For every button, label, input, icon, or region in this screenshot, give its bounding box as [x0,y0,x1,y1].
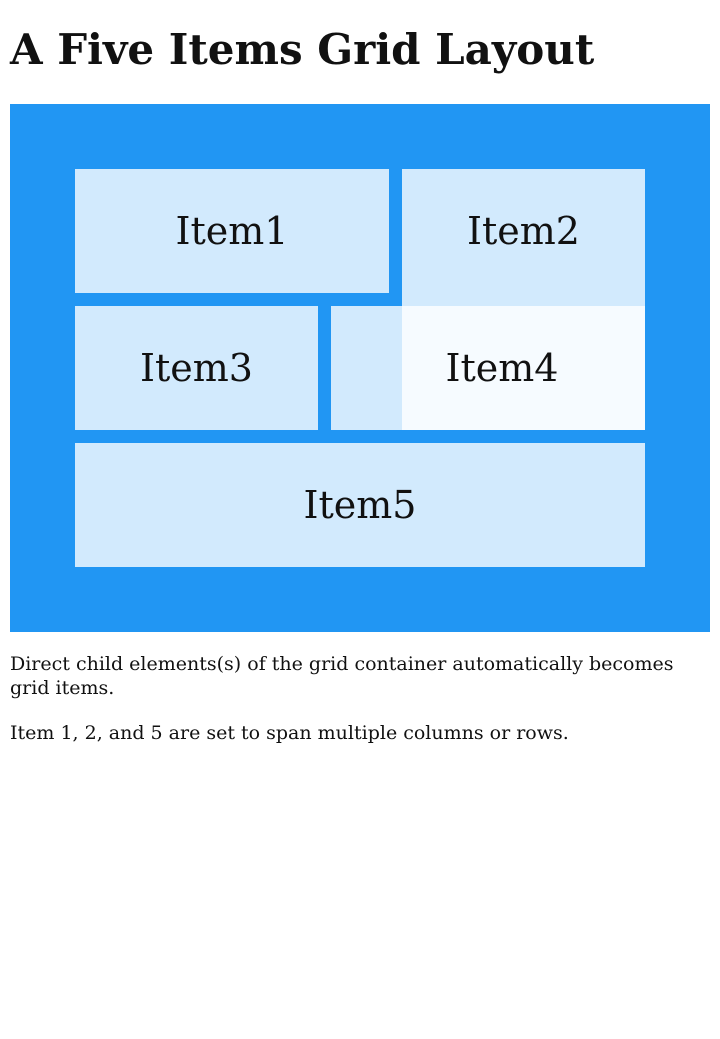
page-title: A Five Items Grid Layout [10,25,595,74]
grid-item-3-label: Item3 [140,346,253,390]
grid-item-5: Item5 [75,443,645,567]
grid-item-4: Item4 [331,306,645,430]
grid-item-5-label: Item5 [303,483,417,527]
description-paragraph-2: Item 1, 2, and 5 are set to span multipl… [10,722,569,744]
grid-item-2-label: Item2 [467,209,580,253]
grid-item-4-label: Item4 [445,346,559,390]
description-paragraph-1: Direct child elements(s) of the grid con… [10,653,674,699]
grid-item-1: Item1 [75,169,389,293]
grid-container: Item1 Item2 Item3 Item4 Item5 [10,104,710,632]
grid-item-1-label: Item1 [175,209,289,253]
grid-item-3: Item3 [75,306,318,430]
